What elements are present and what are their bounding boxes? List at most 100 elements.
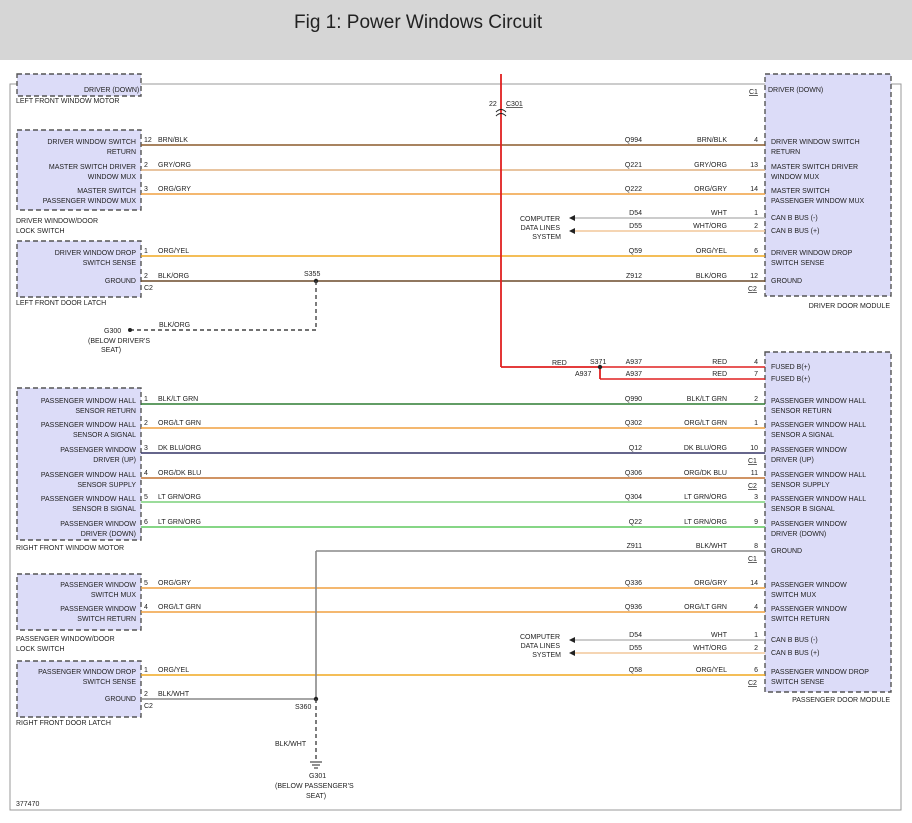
passenger-left-label-5-0: PASSENGER WINDOW HALL — [41, 472, 136, 479]
passenger-right-conn-8: C1 — [748, 556, 757, 563]
passenger-right-label-1-0: FUSED B(+) — [771, 376, 810, 383]
passenger-right-color-8: BLK/WHT — [696, 543, 728, 550]
passenger-left-pin-5: 4 — [144, 470, 148, 477]
right-front-door-latch-box — [16, 660, 142, 718]
passenger-left-pin-9: 5 — [144, 580, 148, 587]
driver-right-pin-1: 13 — [750, 162, 758, 169]
driver-left-pin-1: 2 — [144, 162, 148, 169]
passenger-right-label-5-0: PASSENGER WINDOW HALL — [771, 472, 866, 479]
passenger-right-color-1: RED — [712, 371, 727, 378]
passenger-left-pin-2: 1 — [144, 396, 148, 403]
passenger-right-label-10-0: PASSENGER WINDOW — [771, 606, 847, 613]
left-front-window-motor-label: LEFT FRONT WINDOW MOTOR — [16, 98, 119, 105]
component-boxes — [16, 73, 892, 718]
passenger-right-label-3-0: PASSENGER WINDOW HALL — [771, 422, 866, 429]
passenger-right-label-7-0: PASSENGER WINDOW — [771, 521, 847, 528]
passenger-right-color-6: LT GRN/ORG — [684, 494, 727, 501]
passenger-left-conn-14: C2 — [144, 703, 153, 710]
driver-right-conn-6: C2 — [748, 286, 757, 293]
passenger-circuit-12: D55 — [629, 645, 642, 652]
cdl-1-line-2: DATA LINES — [521, 225, 561, 232]
passenger-left-pin-3: 2 — [144, 420, 148, 427]
passenger-right-pin-5: 11 — [751, 470, 758, 477]
passenger-right-label-0-0: FUSED B(+) — [771, 364, 810, 371]
passenger-left-label-9-0: PASSENGER WINDOW — [60, 582, 136, 589]
passenger-right-label-6-0: PASSENGER WINDOW HALL — [771, 496, 866, 503]
passenger-left-color-6: LT GRN/ORG — [158, 494, 201, 501]
g300-ground-point — [128, 328, 132, 332]
g300-wire — [130, 281, 317, 331]
driver-right-label-2-0: MASTER SWITCH — [771, 188, 830, 195]
passenger-circuit-1: A937 — [626, 371, 642, 378]
driver-left-color-6: BLK/ORG — [158, 273, 189, 280]
passenger-lock-switch-label-1: PASSENGER WINDOW/DOOR — [16, 636, 115, 643]
driver-left-label-0-0: DRIVER WINDOW SWITCH — [47, 139, 136, 146]
g301-note-1: (BELOW PASSENGER'S — [275, 783, 354, 790]
driver-left-conn-6: C2 — [144, 285, 153, 292]
passenger-left-pin-4: 3 — [144, 445, 148, 452]
passenger-circuit-9: Q336 — [625, 580, 642, 587]
passenger-right-label-12-0: CAN B BUS (+) — [771, 650, 819, 657]
driver-right-label-0-1: RETURN — [771, 149, 800, 156]
red-feed-left-color: RED — [552, 360, 567, 367]
driver-lock-switch-label-1: DRIVER WINDOW/DOOR — [16, 218, 98, 225]
passenger-left-label-6-1: SENSOR B SIGNAL — [72, 506, 136, 513]
passenger-left-label-5-1: SENSOR SUPPLY — [77, 482, 136, 489]
passenger-circuit-8: Z911 — [627, 543, 643, 550]
driver-right-color-0: BRN/BLK — [697, 137, 727, 144]
passenger-right-pin-2: 2 — [754, 396, 758, 403]
passenger-right-label-9-0: PASSENGER WINDOW — [771, 582, 847, 589]
driver-door-module-label: DRIVER DOOR MODULE — [809, 303, 891, 310]
passenger-right-conn-13: C2 — [748, 680, 757, 687]
passenger-left-color-13: ORG/YEL — [158, 667, 189, 674]
passenger-right-label-2-0: PASSENGER WINDOW HALL — [771, 398, 866, 405]
cdl-2-line-2: DATA LINES — [521, 643, 561, 650]
passenger-right-label-13-1: SWITCH SENSE — [771, 679, 825, 686]
passenger-right-label-4-0: PASSENGER WINDOW — [771, 447, 847, 454]
driver-right-label-2-1: PASSENGER WINDOW MUX — [771, 198, 865, 205]
driver-right-pin-6: 12 — [750, 273, 758, 280]
splice-s371-dot — [597, 364, 603, 370]
figure-id: 377470 — [16, 801, 39, 808]
passenger-right-label-13-0: PASSENGER WINDOW DROP — [771, 669, 869, 676]
driver-door-module-box — [764, 73, 892, 297]
passenger-left-pin-6: 5 — [144, 494, 148, 501]
driver-circuit-4: D55 — [629, 223, 642, 230]
passenger-left-label-9-1: SWITCH MUX — [91, 592, 136, 599]
g300-note-2: SEAT) — [101, 347, 121, 354]
driver-left-pin-6: 2 — [144, 273, 148, 280]
passenger-right-color-9: ORG/GRY — [694, 580, 727, 587]
passenger-left-pin-10: 4 — [144, 604, 148, 611]
passenger-left-color-10: ORG/LT GRN — [158, 604, 201, 611]
passenger-circuit-3: Q302 — [625, 420, 642, 427]
driver-left-label-0-1: RETURN — [107, 149, 136, 156]
driver-right-color-6: BLK/ORG — [696, 273, 727, 280]
passenger-left-label-4-0: PASSENGER WINDOW — [60, 447, 136, 454]
driver-right-label-4-0: CAN B BUS (+) — [771, 228, 819, 235]
driver-lock-switch-label-2: LOCK SWITCH — [16, 228, 65, 235]
passenger-right-color-4: DK BLU/ORG — [684, 445, 727, 452]
diagram-frame — [9, 83, 902, 811]
g301-ground-symbol — [310, 761, 322, 769]
right-front-door-latch-label: RIGHT FRONT DOOR LATCH — [16, 720, 111, 727]
splice-s355: S355 — [304, 271, 320, 278]
cdl-1-line-3: SYSTEM — [532, 234, 561, 241]
driver-right-pin-3: 1 — [754, 210, 758, 217]
left-front-door-latch-box — [16, 240, 142, 298]
driver-left-label-5-1: SWITCH SENSE — [83, 260, 137, 267]
passenger-left-color-9: ORG/GRY — [158, 580, 191, 587]
passenger-right-label-6-1: SENSOR B SIGNAL — [771, 506, 835, 513]
driver-right-label-5-1: SWITCH SENSE — [771, 260, 825, 267]
right-front-window-motor-box — [16, 387, 142, 541]
driver-right-label-6-0: GROUND — [771, 278, 802, 285]
g300-label: G300 — [104, 328, 121, 335]
driver-circuit-1: Q221 — [625, 162, 642, 169]
driver-left-pin-0: 12 — [144, 137, 152, 144]
passenger-right-label-11-0: CAN B BUS (-) — [771, 637, 818, 644]
passenger-right-pin-12: 2 — [754, 645, 758, 652]
driver-lock-switch-box — [16, 129, 142, 211]
driver-circuit-6: Z912 — [626, 273, 642, 280]
passenger-left-color-14: BLK/WHT — [158, 691, 190, 698]
passenger-left-label-2-0: PASSENGER WINDOW HALL — [41, 398, 136, 405]
